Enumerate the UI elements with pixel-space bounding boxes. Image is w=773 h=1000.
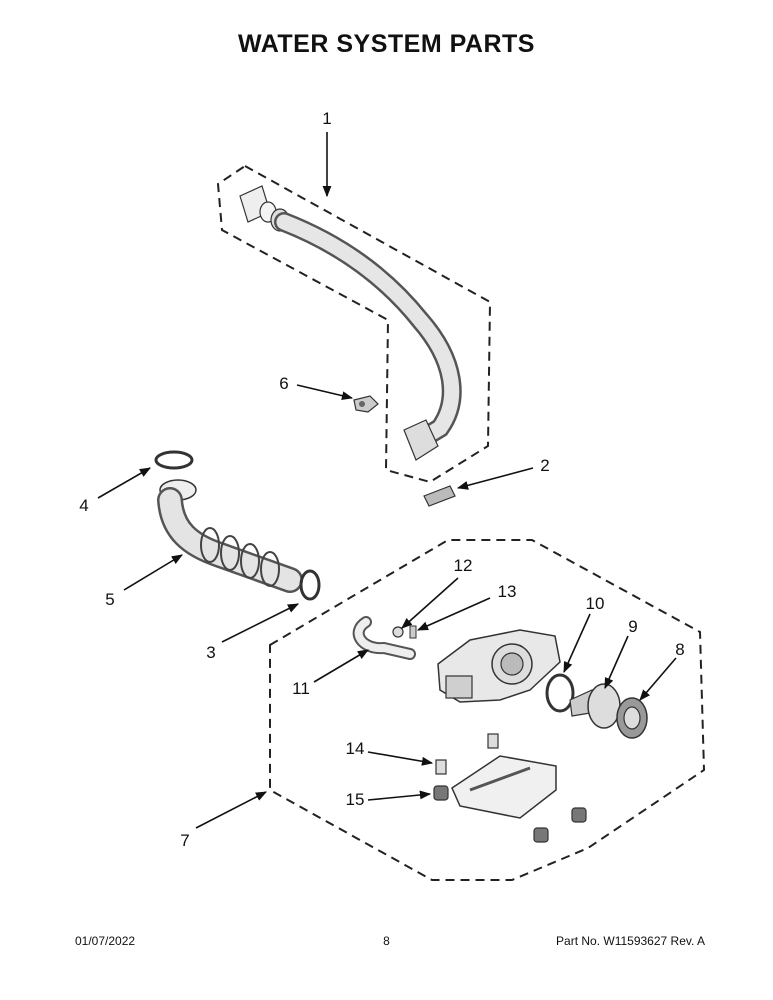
callout-12: 12 xyxy=(454,556,473,575)
footer-date: 01/07/2022 xyxy=(75,934,136,948)
callout-4: 4 xyxy=(79,496,88,515)
callout-15: 15 xyxy=(346,790,365,809)
cap-part xyxy=(616,697,648,739)
screw-part-13 xyxy=(409,625,417,639)
hose-fitting-part xyxy=(423,485,456,507)
bracket-plate-part xyxy=(451,755,557,819)
pump-group-outline xyxy=(269,539,706,881)
callout-13: 13 xyxy=(498,582,517,601)
clamp-part-3 xyxy=(299,569,321,601)
drain-pump-part xyxy=(437,629,561,703)
callout-3: 3 xyxy=(206,643,215,662)
callout-8: 8 xyxy=(675,640,684,659)
callout-2: 2 xyxy=(540,456,549,475)
callout-14: 14 xyxy=(346,739,365,758)
grommet-part-14 xyxy=(435,733,499,775)
leader-lines xyxy=(97,132,677,829)
o-ring-part xyxy=(545,673,575,713)
callout-7: 7 xyxy=(180,831,189,850)
clip-part-12 xyxy=(392,626,404,638)
callout-5: 5 xyxy=(105,590,114,609)
callout-1: 1 xyxy=(322,109,331,128)
small-hose-part xyxy=(352,616,416,660)
callout-9: 9 xyxy=(628,617,637,636)
callout-10: 10 xyxy=(586,594,605,613)
foot-part-15 xyxy=(433,785,587,843)
drain-hose-part xyxy=(239,185,462,461)
callout-6: 6 xyxy=(279,374,288,393)
clamp-part-4 xyxy=(154,450,194,470)
page-title: WATER SYSTEM PARTS xyxy=(238,30,535,58)
sump-hose-part xyxy=(157,479,303,593)
filter-part xyxy=(569,683,621,729)
hose-clip-part xyxy=(353,395,379,413)
footer-part-number: Part No. W11593627 Rev. A xyxy=(556,934,705,948)
footer-page-number: 8 xyxy=(383,934,390,948)
hose-group-outline xyxy=(216,164,492,484)
callout-11: 11 xyxy=(292,679,310,698)
